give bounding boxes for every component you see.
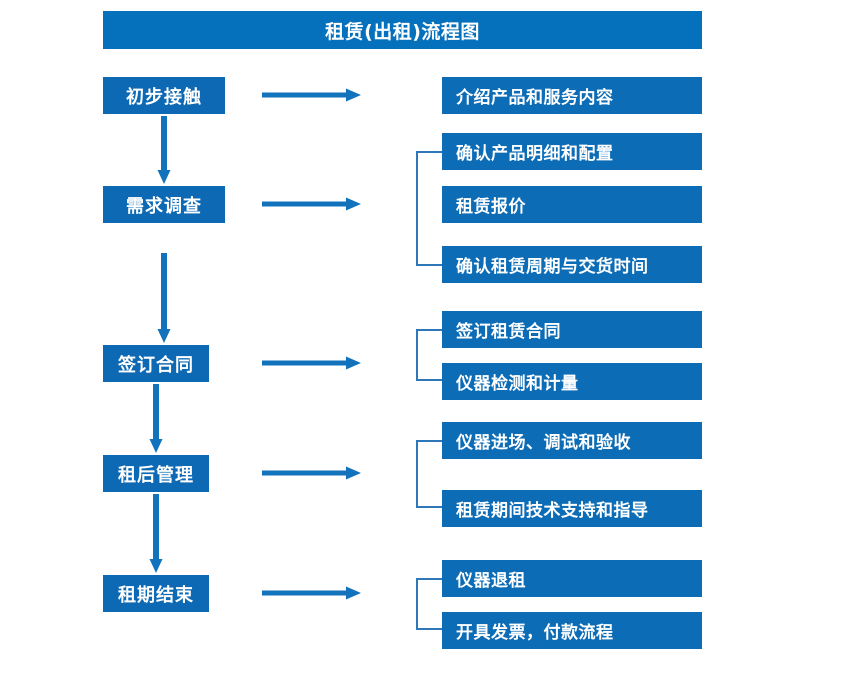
stage-box-5[interactable]: 租期结束 <box>103 575 209 612</box>
detail-box-4-1[interactable]: 仪器进场、调试和验收 <box>442 422 702 459</box>
detail-label-1-1: 介绍产品和服务内容 <box>456 88 614 108</box>
stage-label-1: 初步接触 <box>126 86 202 108</box>
detail-label-5-1: 仪器退租 <box>456 571 526 591</box>
detail-label-2-3: 确认租赁周期与交货时间 <box>456 257 649 277</box>
detail-label-3-1: 签订租赁合同 <box>456 322 561 342</box>
page-title: 租赁(出租)流程图 <box>103 11 702 49</box>
detail-label-2-2: 租赁报价 <box>456 197 526 217</box>
stage-box-4[interactable]: 租后管理 <box>103 455 209 492</box>
detail-arrow-right-3 <box>262 356 361 370</box>
group-bracket-5 <box>416 578 442 630</box>
stage-label-5: 租期结束 <box>118 584 194 606</box>
detail-arrow-right-4 <box>262 466 361 480</box>
group-bracket-4 <box>416 440 442 508</box>
detail-box-3-1[interactable]: 签订租赁合同 <box>442 311 702 348</box>
detail-arrow-right-5 <box>262 586 361 600</box>
flow-arrow-down-4 <box>149 494 163 573</box>
detail-box-5-2[interactable]: 开具发票，付款流程 <box>442 612 702 649</box>
flow-arrow-down-3 <box>149 384 163 453</box>
stage-box-1[interactable]: 初步接触 <box>103 77 225 114</box>
stage-label-4: 租后管理 <box>118 464 194 486</box>
detail-box-5-1[interactable]: 仪器退租 <box>442 560 702 597</box>
detail-box-2-2[interactable]: 租赁报价 <box>442 186 702 223</box>
flow-arrow-down-2 <box>157 253 171 343</box>
detail-box-2-1[interactable]: 确认产品明细和配置 <box>442 133 702 170</box>
detail-label-4-2: 租赁期间技术支持和指导 <box>456 501 649 521</box>
detail-box-4-2[interactable]: 租赁期间技术支持和指导 <box>442 490 702 527</box>
stage-box-3[interactable]: 签订合同 <box>103 345 209 382</box>
detail-box-3-2[interactable]: 仪器检测和计量 <box>442 363 702 400</box>
stage-label-3: 签订合同 <box>118 354 194 376</box>
flow-arrow-down-1 <box>157 116 171 184</box>
detail-arrow-right-1 <box>262 88 361 102</box>
stage-label-2: 需求调查 <box>126 195 202 217</box>
detail-arrow-right-2 <box>262 197 361 211</box>
group-bracket-3 <box>416 329 442 381</box>
group-bracket-2 <box>416 151 442 266</box>
detail-label-2-1: 确认产品明细和配置 <box>456 144 614 164</box>
detail-label-4-1: 仪器进场、调试和验收 <box>456 433 631 453</box>
detail-label-5-2: 开具发票，付款流程 <box>456 623 614 643</box>
detail-box-2-3[interactable]: 确认租赁周期与交货时间 <box>442 246 702 283</box>
detail-box-1-1[interactable]: 介绍产品和服务内容 <box>442 77 702 114</box>
stage-box-2[interactable]: 需求调查 <box>103 186 225 223</box>
detail-label-3-2: 仪器检测和计量 <box>456 374 579 394</box>
